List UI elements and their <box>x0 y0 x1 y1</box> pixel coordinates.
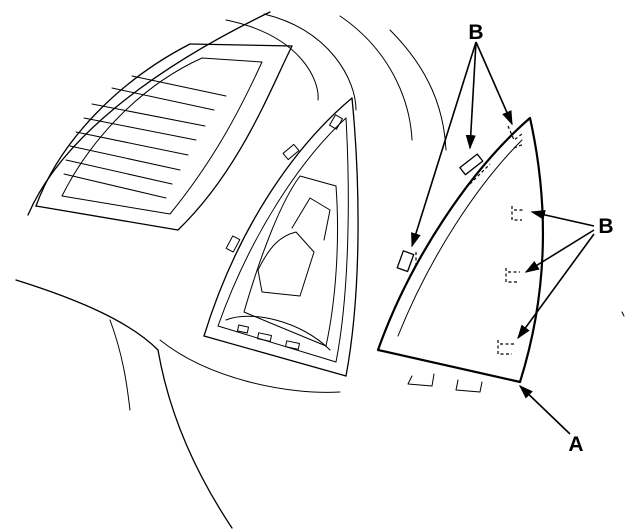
arrow-b-to-face-clip-3 <box>517 233 595 340</box>
clip-b-face-3 <box>497 340 514 355</box>
panel-clips <box>396 125 525 355</box>
clip-b-edge-3 <box>507 125 525 149</box>
dashboard-body <box>15 11 447 529</box>
callout-b-top: B <box>468 21 483 44</box>
side-cover-panel <box>376 116 545 393</box>
arrow-b-to-clip-3 <box>475 41 513 126</box>
callout-arrows <box>411 41 595 435</box>
stray-mark <box>621 311 625 317</box>
arrow-b-to-clip-2 <box>465 41 477 150</box>
glovebox-opening <box>203 97 359 377</box>
callout-b-right: B <box>598 215 613 238</box>
arrow-b-to-clip-1 <box>411 41 477 248</box>
clip-b-edge-1 <box>396 250 417 273</box>
clip-b-edge-2 <box>459 153 491 185</box>
arrow-b-to-face-clip-2 <box>524 229 595 273</box>
arrow-a-to-panel <box>518 385 571 435</box>
arrow-b-to-face-clip-1 <box>530 209 595 227</box>
clip-b-face-1 <box>511 206 524 221</box>
callout-a: A <box>568 433 583 456</box>
clip-b-face-2 <box>505 268 520 283</box>
